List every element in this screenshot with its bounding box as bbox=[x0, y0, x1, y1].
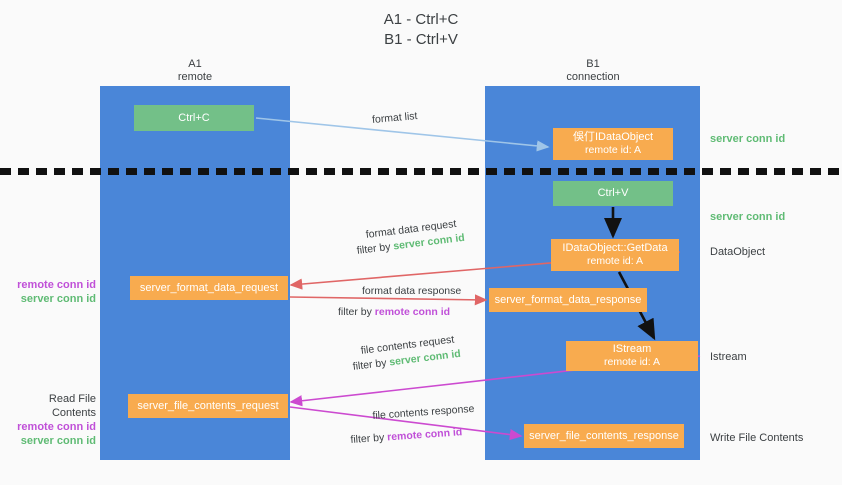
node-idataobject[interactable]: 俁仃IDataObject remote id: A bbox=[553, 128, 673, 160]
filter-value-remote-conn-id-2: remote conn id bbox=[386, 426, 463, 444]
column-b1-name: B1 bbox=[586, 58, 600, 70]
phase-divider bbox=[0, 168, 842, 175]
node-ctrl-c[interactable]: Ctrl+C bbox=[134, 105, 254, 131]
node-getdata[interactable]: IDataObject::GetData remote id: A bbox=[551, 239, 679, 271]
column-a1-sub: remote bbox=[177, 71, 213, 83]
label-group-read-file-contents: Read File Contents remote conn id server… bbox=[4, 392, 96, 448]
title-line-2: B1 - Ctrl+V bbox=[384, 31, 458, 48]
label-read-file-contents: Read File Contents bbox=[48, 393, 96, 419]
annotation-format-list: format list bbox=[371, 110, 418, 126]
node-server-format-data-response-label: server_format_data_response bbox=[494, 293, 642, 306]
column-header-a1: A1 remote bbox=[130, 58, 260, 84]
node-ctrl-v-label: Ctrl+V bbox=[597, 187, 629, 199]
label-remote-conn-id-1: remote conn id bbox=[17, 279, 96, 291]
node-server-format-data-response[interactable]: server_format_data_response bbox=[489, 288, 647, 312]
node-server-file-contents-request-label: server_file_contents_request bbox=[137, 399, 279, 412]
label-write-file-contents: Write File Contents bbox=[710, 432, 804, 444]
annotation-format-data-response: format data response bbox=[362, 285, 462, 297]
column-b1-sub: connection bbox=[566, 71, 620, 83]
node-istream-line1: IStream bbox=[612, 343, 652, 355]
filter-value-remote-conn-id-1: remote conn id bbox=[374, 306, 451, 318]
label-server-conn-id-2: server conn id bbox=[20, 435, 96, 447]
node-idataobject-line2: remote id: A bbox=[584, 144, 642, 156]
label-server-conn-id-second: server conn id bbox=[710, 211, 786, 223]
label-remote-conn-id-2: remote conn id bbox=[17, 421, 96, 433]
filter-prefix-1: filter by bbox=[356, 240, 395, 257]
title-line-1: A1 - Ctrl+C bbox=[383, 11, 459, 28]
annotation-file-contents-response: file contents response bbox=[372, 402, 475, 422]
page-title: A1 - Ctrl+C B1 - Ctrl+V bbox=[0, 10, 842, 50]
node-server-file-contents-response-label: server_file_contents_response bbox=[529, 429, 679, 442]
node-idataobject-line1: 俁仃IDataObject bbox=[572, 131, 654, 143]
label-server-conn-id-top: server conn id bbox=[710, 133, 786, 145]
label-group-format-conn-ids: remote conn id server conn id bbox=[10, 278, 96, 306]
filter-prefix-2: filter by bbox=[338, 306, 375, 318]
node-server-file-contents-response[interactable]: server_file_contents_response bbox=[524, 424, 684, 448]
filter-prefix-3: filter by bbox=[352, 356, 391, 373]
node-ctrl-v[interactable]: Ctrl+V bbox=[553, 181, 673, 206]
filter-prefix-4: filter by bbox=[350, 431, 388, 446]
node-server-file-contents-request[interactable]: server_file_contents_request bbox=[128, 394, 288, 418]
label-istream: Istream bbox=[710, 351, 747, 363]
node-ctrl-c-label: Ctrl+C bbox=[178, 111, 210, 124]
label-dataobject: DataObject bbox=[710, 246, 766, 258]
annotation-file-contents-response-filter: filter by remote conn id bbox=[350, 425, 463, 447]
label-server-conn-id-1: server conn id bbox=[20, 293, 96, 305]
node-istream[interactable]: IStream remote id: A bbox=[566, 341, 698, 371]
node-server-format-data-request-label: server_format_data_request bbox=[139, 281, 279, 294]
node-istream-line2: remote id: A bbox=[603, 356, 661, 368]
node-getdata-line1: IDataObject::GetData bbox=[562, 242, 668, 254]
annotation-format-data-response-filter: filter by remote conn id bbox=[338, 305, 450, 319]
column-a1-name: A1 bbox=[188, 58, 202, 70]
node-server-format-data-request[interactable]: server_format_data_request bbox=[130, 276, 288, 300]
node-getdata-line2: remote id: A bbox=[586, 255, 644, 267]
column-header-b1: B1 connection bbox=[528, 58, 658, 84]
